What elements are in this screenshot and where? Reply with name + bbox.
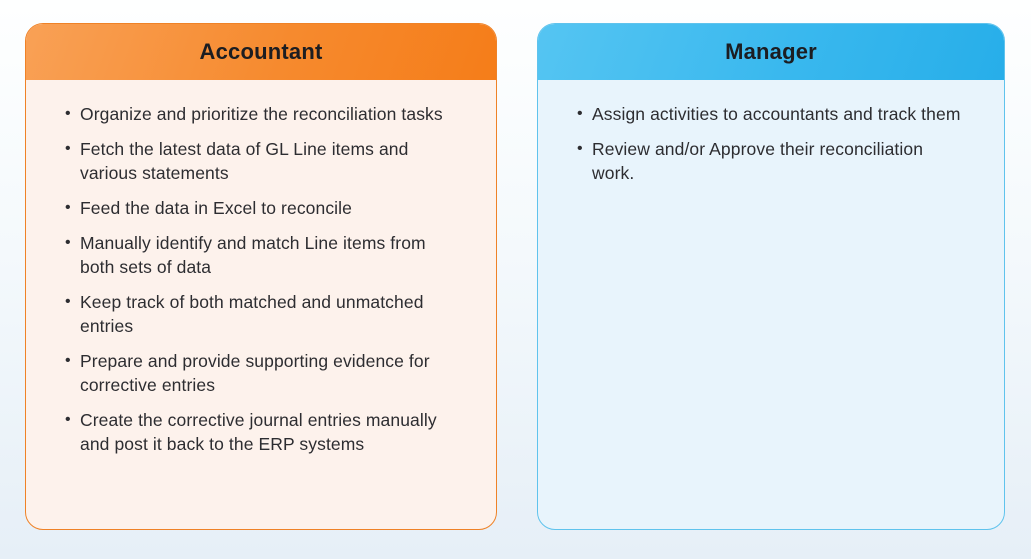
manager-card-body: Assign activities to accountants and tra…	[538, 80, 1004, 216]
accountant-card-title: Accountant	[199, 38, 323, 64]
accountant-card-body: Organize and prioritize the reconciliati…	[26, 80, 496, 487]
accountant-task-item: Create the corrective journal entries ma…	[64, 408, 456, 456]
manager-card-header: Manager	[538, 24, 1004, 80]
manager-task-list: Assign activities to accountants and tra…	[576, 102, 964, 185]
manager-task-item: Review and/or Approve their reconciliati…	[576, 137, 964, 185]
accountant-task-item: Keep track of both matched and unmatched…	[64, 290, 456, 338]
accountant-task-item: Manually identify and match Line items f…	[64, 231, 456, 279]
manager-card: Manager Assign activities to accountants…	[537, 23, 1005, 530]
accountant-task-item: Organize and prioritize the reconciliati…	[64, 102, 456, 126]
manager-task-item: Assign activities to accountants and tra…	[576, 102, 964, 126]
accountant-task-item: Fetch the latest data of GL Line items a…	[64, 137, 456, 185]
accountant-card-header: Accountant	[26, 24, 496, 80]
manager-card-title: Manager	[725, 38, 817, 64]
accountant-task-item: Feed the data in Excel to reconcile	[64, 196, 456, 220]
accountant-card: Accountant Organize and prioritize the r…	[25, 23, 497, 530]
accountant-task-item: Prepare and provide supporting evidence …	[64, 349, 456, 397]
accountant-task-list: Organize and prioritize the reconciliati…	[64, 102, 456, 456]
